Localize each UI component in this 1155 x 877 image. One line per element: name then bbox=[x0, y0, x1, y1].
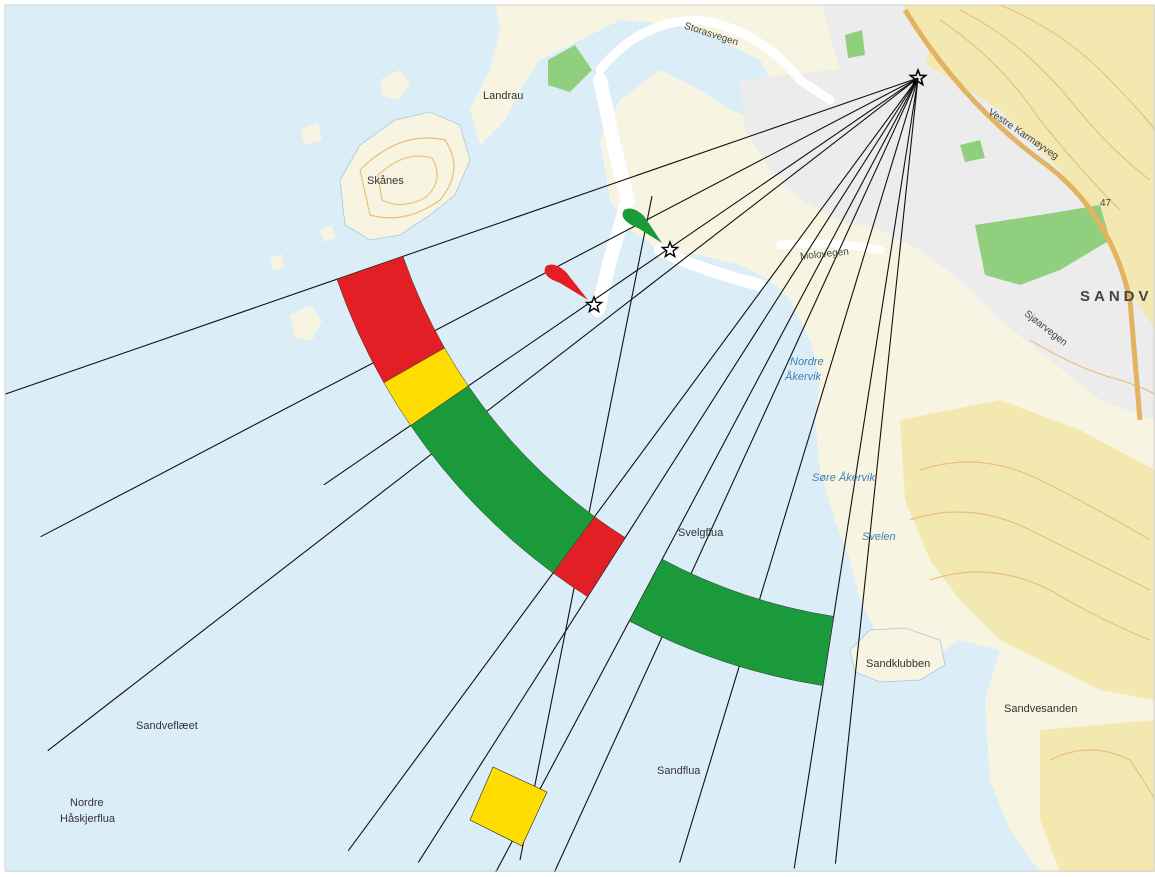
place-label-sandflua: Sandflua bbox=[657, 765, 701, 777]
urban-area bbox=[821, 5, 930, 90]
sight-line bbox=[679, 77, 919, 863]
island bbox=[380, 70, 410, 100]
place-label-haskjerflua: Håskjerflua bbox=[60, 813, 116, 825]
park-area bbox=[548, 45, 592, 92]
road-label-route-number: 47 bbox=[1100, 198, 1112, 209]
island bbox=[270, 254, 284, 270]
sight-line bbox=[553, 77, 919, 872]
sight-line bbox=[793, 77, 919, 869]
sector-zone-green bbox=[628, 558, 834, 686]
sight-line bbox=[40, 77, 919, 538]
map-frame bbox=[4, 4, 1155, 872]
water-label-svelen: Svelen bbox=[862, 531, 896, 543]
place-label-sandveflaet: Sandveflæet bbox=[136, 720, 198, 732]
main-road bbox=[902, 8, 1143, 421]
hillside-area bbox=[900, 400, 1155, 700]
shorelines bbox=[339, 111, 946, 683]
park-area bbox=[960, 140, 985, 162]
sight-line bbox=[495, 77, 919, 872]
place-label-landrau: Landrau bbox=[483, 90, 524, 102]
park-area bbox=[975, 205, 1110, 285]
island bbox=[290, 305, 322, 340]
star-icon bbox=[584, 67, 928, 314]
sight-line bbox=[347, 77, 919, 852]
red-pin-icon bbox=[544, 264, 588, 300]
sight-line bbox=[834, 77, 919, 864]
place-label-svelgflua: Svelgflua bbox=[678, 527, 724, 539]
sight-line bbox=[417, 77, 919, 863]
place-label-nordre: Nordre bbox=[70, 797, 104, 809]
sector-arc bbox=[336, 255, 834, 686]
contour-lines bbox=[359, 5, 1155, 801]
park-area bbox=[845, 30, 865, 58]
sight-line bbox=[5, 77, 919, 395]
place-label-skanes: Skånes bbox=[367, 175, 404, 187]
island bbox=[320, 225, 336, 242]
sector-zone-red bbox=[552, 516, 626, 598]
place-label-sandklubben: Sandklubben bbox=[866, 658, 931, 670]
urban-area bbox=[740, 60, 1155, 420]
island bbox=[300, 122, 322, 145]
outer-yellow-zone bbox=[469, 766, 548, 847]
hillside-area bbox=[1040, 720, 1155, 872]
island-skanes bbox=[340, 112, 470, 240]
island-sandklubben bbox=[850, 628, 945, 682]
green-pin-icon bbox=[622, 208, 662, 243]
water-label-sore-akervik: Søre Åkervik bbox=[812, 472, 875, 484]
place-label-sandv: SANDV bbox=[1080, 288, 1153, 305]
water-label-nordre: Nordre bbox=[790, 356, 824, 368]
water-label-akervik: Åkervik bbox=[785, 371, 822, 383]
place-label-sandvesanden: Sandvesanden bbox=[1004, 703, 1078, 715]
